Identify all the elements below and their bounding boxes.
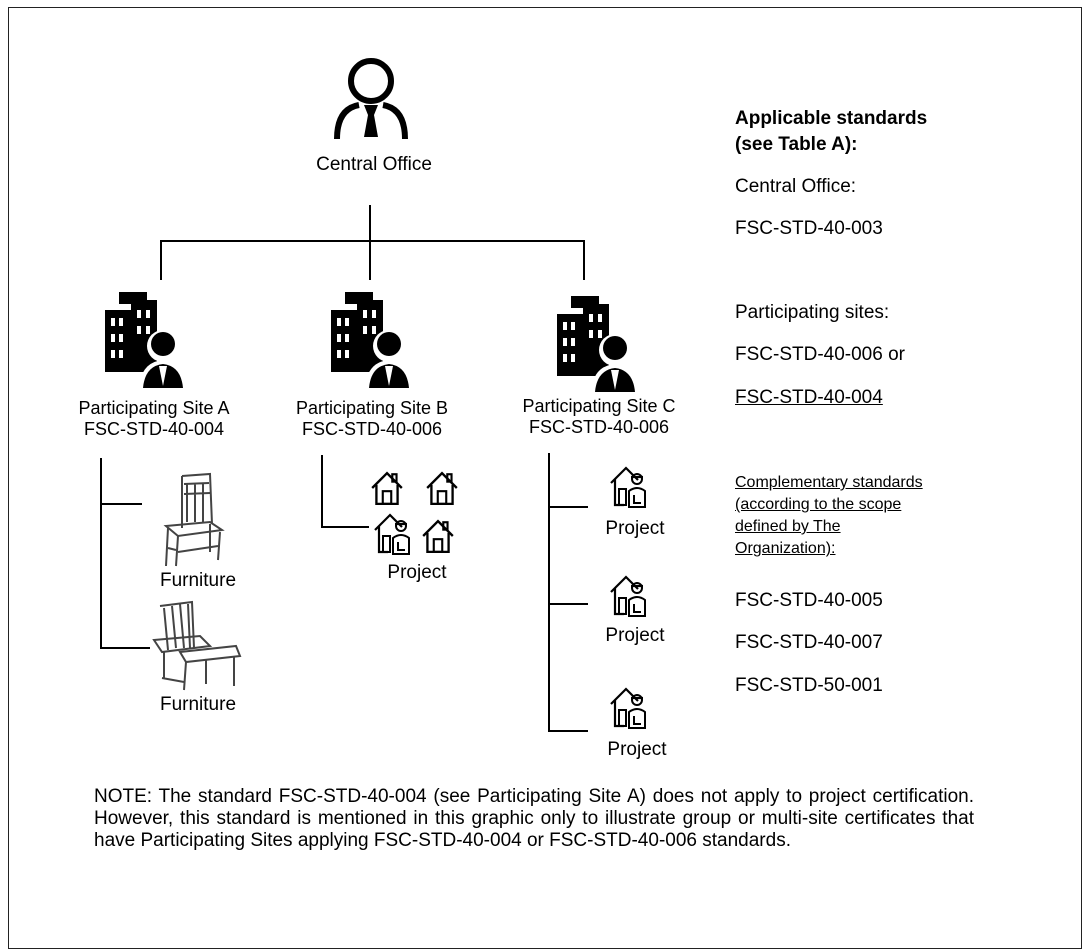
furniture-label-2: Furniture (159, 694, 237, 715)
branch-site-b (321, 455, 323, 527)
connector-site-c (583, 240, 585, 280)
participating-sites-label: Participating sites: (735, 302, 890, 323)
adirondack-chair-icon (152, 600, 242, 691)
site-b-name: Participating Site B (295, 398, 449, 418)
building-with-person-icon (331, 292, 413, 388)
site-b-label: Participating Site B FSC-STD-40-006 (296, 398, 448, 440)
project-label-c1: Project (605, 518, 665, 539)
complementary-standards-heading: Complementary standards (according to th… (735, 472, 923, 560)
connector-horizontal (160, 240, 585, 242)
house-with-worker-icon (609, 466, 647, 509)
branch-site-a-item2 (100, 647, 150, 649)
project-label-c2: Project (605, 625, 665, 646)
building-with-person-icon (557, 296, 639, 392)
complementary-line3: defined by The (735, 518, 841, 535)
site-a-name: Participating Site A (78, 398, 230, 418)
site-c-standard: FSC-STD-40-006 (528, 417, 670, 437)
complementary-std1: FSC-STD-40-005 (735, 590, 883, 611)
connector-site-b (369, 240, 371, 280)
complementary-line4: Organization): (735, 540, 836, 557)
person-icon (334, 58, 408, 140)
house-with-worker-icon (373, 513, 411, 556)
branch-site-c-item2 (548, 603, 588, 605)
chair-icon (163, 472, 225, 567)
branch-site-b-item (321, 526, 369, 528)
standards-heading: Applicable standards (see Table A): (735, 106, 927, 158)
house-with-worker-icon (609, 687, 647, 730)
branch-site-a (100, 458, 102, 649)
complementary-std2: FSC-STD-40-007 (735, 632, 883, 653)
furniture-label-1: Furniture (159, 570, 237, 591)
complementary-line1: Complementary standards (735, 474, 923, 491)
branch-site-c (548, 453, 550, 731)
site-b-standard: FSC-STD-40-006 (301, 419, 443, 439)
standards-heading-line1: Applicable standards (735, 108, 928, 129)
connector-central (369, 205, 371, 241)
central-office-label: Central Office (316, 154, 432, 175)
complementary-line2: (according to the scope (735, 496, 902, 513)
site-c-name: Participating Site C (522, 396, 676, 416)
house-icon (426, 472, 458, 506)
branch-site-c-item1 (548, 506, 588, 508)
branch-site-c-item3 (548, 730, 588, 732)
participating-sites-std2: FSC-STD-40-004 (735, 387, 883, 408)
house-icon (371, 472, 403, 506)
house-with-worker-icon (609, 575, 647, 618)
participating-sites-std1: FSC-STD-40-006 or (735, 344, 905, 365)
site-a-standard: FSC-STD-40-004 (83, 419, 225, 439)
building-with-person-icon (105, 292, 187, 388)
central-office-std-label: Central Office: (735, 176, 857, 197)
standards-heading-line2: (see Table A): (735, 134, 858, 155)
branch-site-a-item1 (100, 503, 142, 505)
note-text: NOTE: The standard FSC-STD-40-004 (see P… (94, 786, 974, 851)
project-label-b: Project (387, 562, 447, 583)
house-icon (422, 520, 454, 554)
complementary-std3: FSC-STD-50-001 (735, 675, 883, 696)
site-a-label: Participating Site A FSC-STD-40-004 (78, 398, 229, 440)
connector-site-a (160, 240, 162, 280)
central-office-std: FSC-STD-40-003 (735, 218, 883, 239)
project-label-c3: Project (607, 739, 667, 760)
site-c-label: Participating Site C FSC-STD-40-006 (522, 396, 675, 438)
